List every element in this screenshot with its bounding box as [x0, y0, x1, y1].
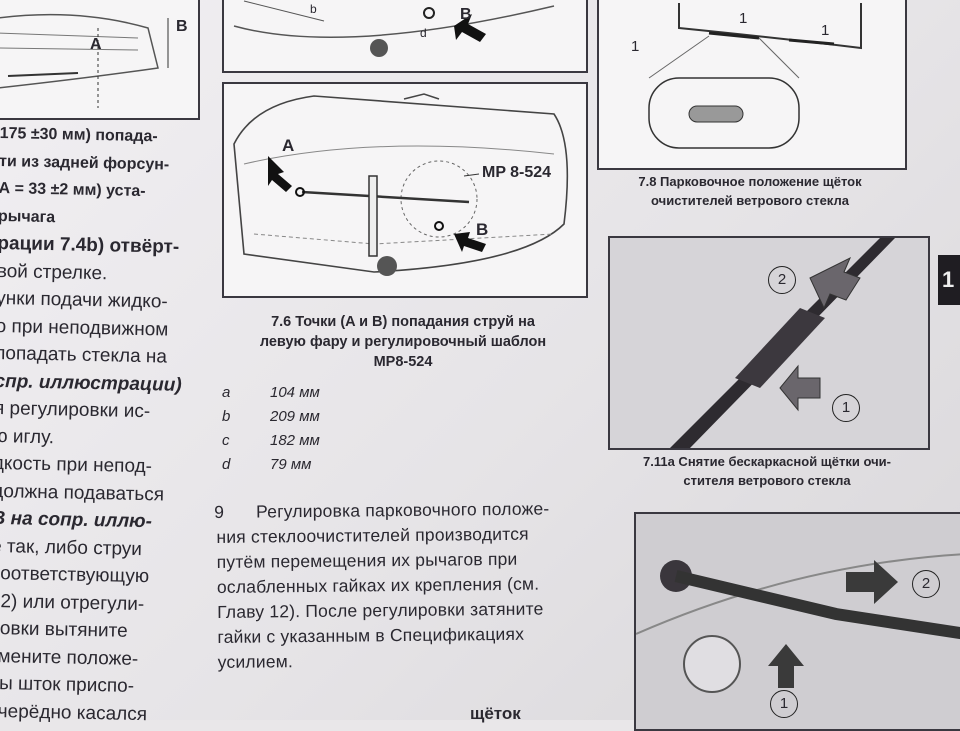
paragraph-line: Регулировка парковочного положе- — [256, 498, 550, 522]
step-2-marker: 2 — [768, 266, 796, 294]
figure-top-middle-drawing — [233, 0, 555, 57]
left-line: должна подаваться — [0, 480, 165, 506]
label-b: B — [176, 18, 188, 35]
left-line: вой стрелке. — [0, 260, 108, 284]
figure-top-left: A B — [0, 0, 200, 120]
spec-row: c 182 мм — [218, 432, 368, 456]
left-line: В на сопр. иллю- — [0, 507, 153, 533]
caption-line: очистителей ветрового стекла — [651, 193, 849, 208]
left-line: А = 33 ±2 мм) уста- — [0, 179, 146, 201]
left-line: ровки вытяните — [0, 617, 128, 642]
wiper-arm-photo — [636, 514, 960, 729]
paragraph-line: ослабленных гайках их крепления (см. — [216, 573, 540, 597]
left-line: 12) или отрегули- — [0, 590, 145, 615]
wiper-removal-photo — [610, 238, 928, 448]
label-d: d — [420, 26, 427, 40]
figure-7-8-caption: 7.8 Парковочное положение щёток очистите… — [597, 172, 903, 210]
label-1: 1 — [631, 38, 640, 55]
left-line: унки подачи жидко- — [0, 287, 168, 313]
label-b-small: b — [310, 2, 317, 16]
left-line: о при неподвижном — [0, 315, 169, 341]
bottom-fragment: щёток — [470, 704, 521, 723]
spec-value: 182 мм — [270, 432, 320, 449]
left-line: спр. иллюстрации) — [0, 370, 182, 396]
label-a: A — [90, 36, 102, 53]
left-line: дкость при непод- — [0, 452, 153, 478]
label-b-point: B — [460, 6, 472, 23]
paragraph-line: Главу 12). После регулировки затяните — [217, 598, 544, 622]
figure-7-6-caption: 7.6 Точки (A и B) попадания струй на лев… — [222, 312, 584, 372]
spec-key: c — [222, 432, 230, 449]
spec-value: 104 мм — [270, 384, 320, 401]
left-line: е так, либо струи — [0, 535, 143, 560]
left-column-text: 175 ±30 мм) попада- ти из задней форсун-… — [0, 120, 187, 729]
left-line: ти из задней форсун- — [0, 152, 170, 174]
figure-7-11a: 2 1 — [608, 236, 930, 450]
spec-key: d — [222, 456, 231, 473]
label-b-point: B — [476, 220, 489, 239]
figure-top-middle: b B d — [222, 0, 588, 73]
spec-value: 79 мм — [270, 456, 312, 473]
paragraph-number: 9 — [214, 501, 225, 522]
wiper-park-drawing — [648, 3, 862, 149]
label-1: 1 — [821, 22, 830, 39]
spec-row: a 104 мм — [218, 384, 368, 408]
paragraph-line: гайки с указанным в Спецификациях — [217, 623, 525, 647]
caption-line: стителя ветрового стекла — [683, 473, 851, 488]
headlamp-drawing — [233, 93, 569, 276]
caption-line: 7.11a Снятие бескаркасной щётки очи- — [643, 454, 891, 469]
spec-list: a 104 мм b 209 мм c 182 мм d 79 мм — [218, 384, 368, 480]
figure-7-8: 1 1 1 — [597, 0, 907, 170]
left-line: рации 7.4b) отвёрт- — [0, 232, 180, 258]
caption-line: 7.6 Точки (A и B) попадания струй на — [271, 314, 535, 330]
figure-bottom-right: 2 1 — [634, 512, 960, 731]
caption-line: левую фару и регулировочный шаблон — [259, 334, 547, 350]
step-1-marker: 1 — [770, 690, 798, 718]
section-tab: 1 — [938, 255, 960, 305]
left-line: очерёдно касался — [0, 700, 148, 725]
left-line: рычага — [0, 207, 56, 226]
spec-row: d 79 мм — [218, 456, 368, 480]
label-a-point: A — [282, 136, 295, 155]
step-1-marker: 1 — [832, 394, 860, 422]
left-line: соответствующую — [0, 562, 150, 588]
left-line: попадать стекла на — [0, 342, 168, 368]
left-line: бы шток приспо- — [0, 672, 135, 697]
caption-line: 7.8 Парковочное положение щёток — [638, 174, 862, 189]
left-line: 175 ±30 мм) попада- — [0, 124, 158, 146]
spec-value: 209 мм — [270, 408, 320, 425]
paragraph-line: путём перемещения их рычагов при — [216, 548, 518, 572]
left-line: я регулировки ис- — [0, 397, 151, 423]
label-1: 1 — [739, 10, 748, 27]
paragraph-9: 9 Регулировка парковочного положе- ния с… — [214, 496, 624, 671]
spec-key: a — [222, 384, 231, 401]
step-2-marker: 2 — [912, 570, 940, 598]
paragraph-line: ния стеклоочистителей производится — [216, 523, 529, 547]
left-line: ю иглу. — [0, 425, 55, 448]
figure-7-6: A B MP 8-524 — [222, 82, 588, 298]
left-line: змените положе- — [0, 645, 139, 670]
caption-line: MP8-524 — [373, 354, 433, 370]
paragraph-line: усилием. — [217, 651, 294, 672]
figure-top-left-drawing — [0, 13, 169, 108]
figure-7-11a-caption: 7.11a Снятие бескаркасной щётки очи- сти… — [608, 452, 926, 490]
spec-row: b 209 мм — [218, 408, 368, 432]
spec-key: b — [222, 408, 231, 425]
tool-label: MP 8-524 — [482, 164, 552, 181]
